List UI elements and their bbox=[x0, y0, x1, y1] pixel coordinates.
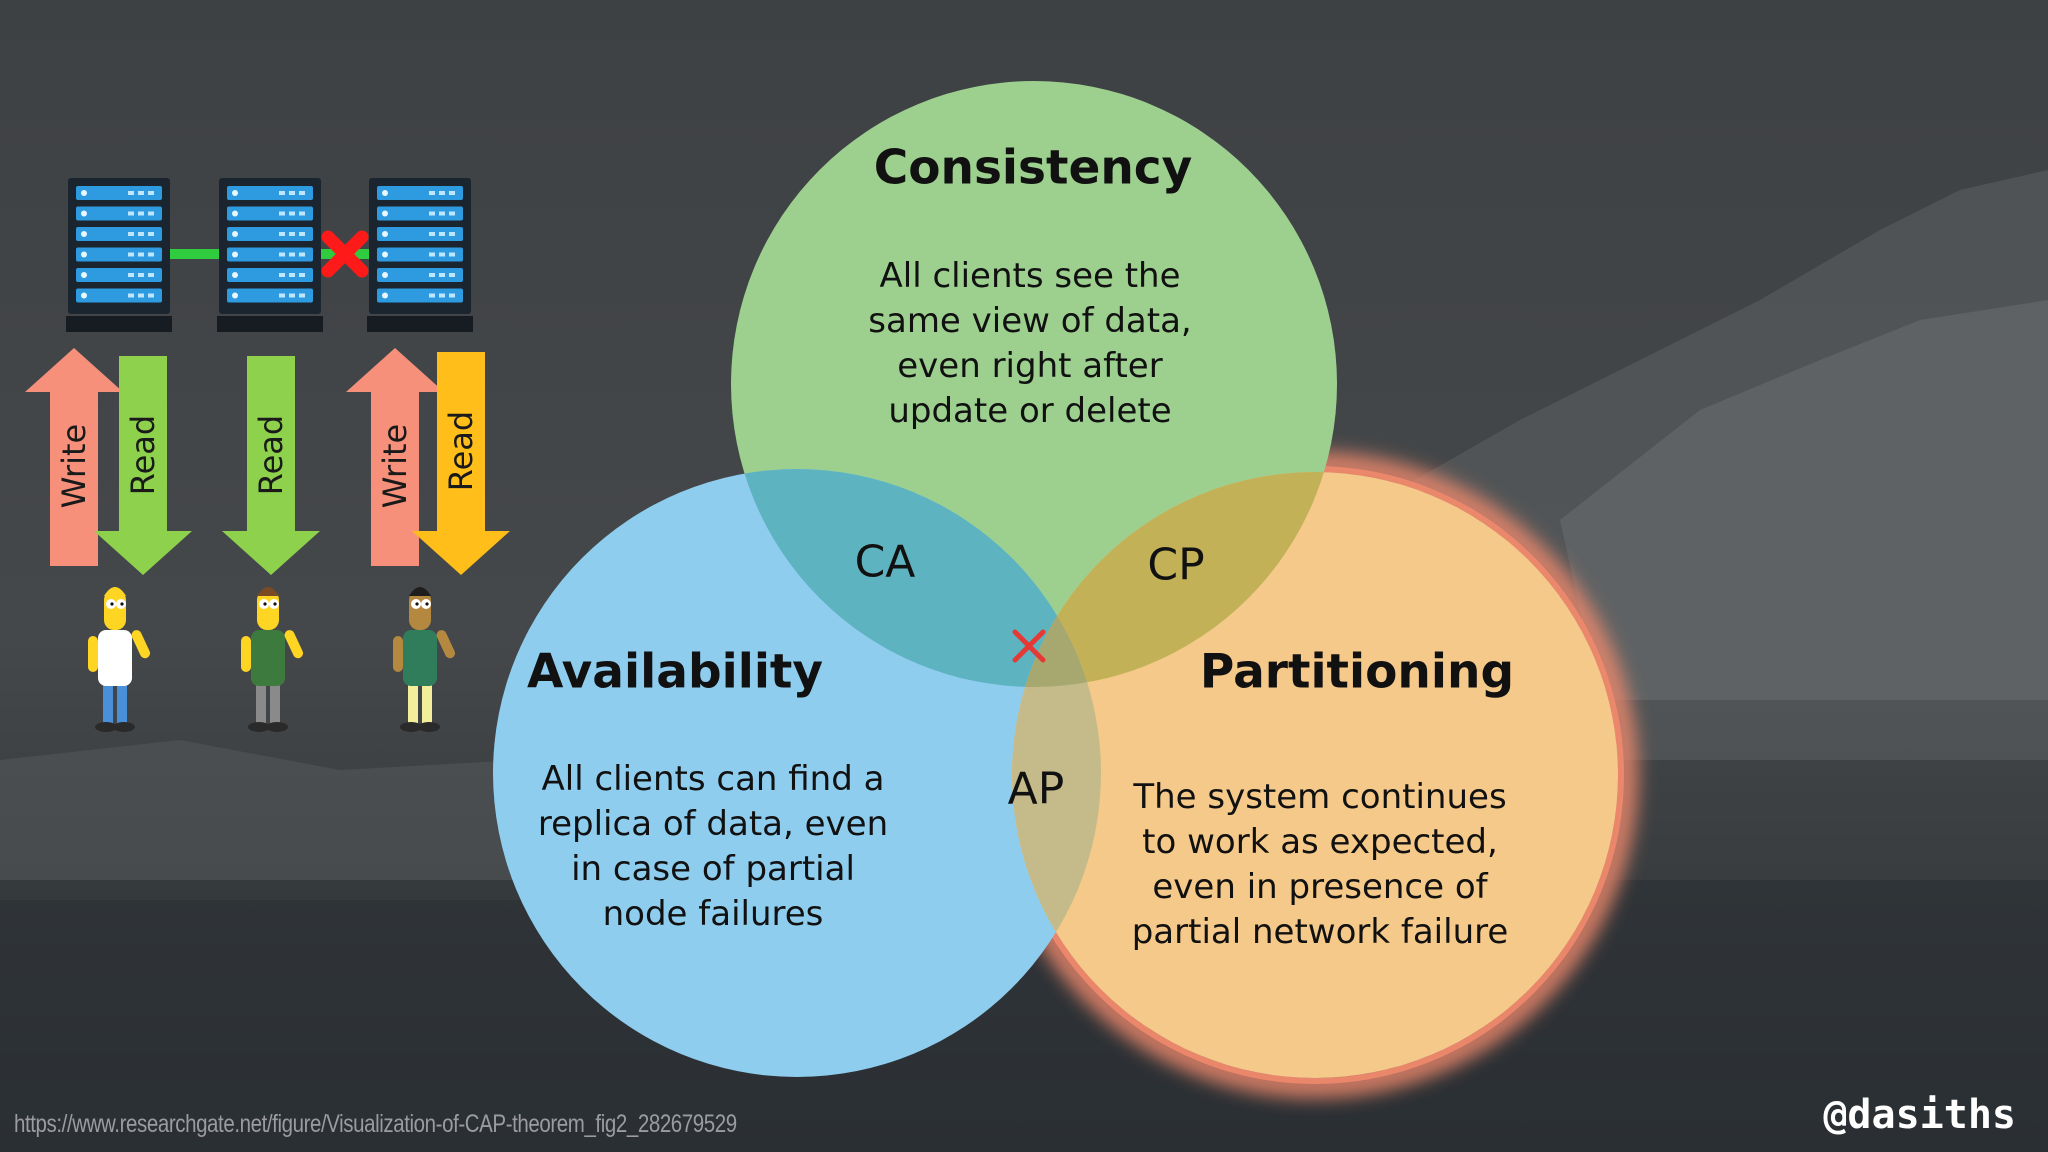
arrow-label-read: Read bbox=[124, 414, 162, 496]
client-person-icon bbox=[393, 587, 456, 732]
partitioning-title: Partitioning bbox=[1199, 644, 1515, 700]
ca-label: CA bbox=[854, 536, 916, 588]
arrow-label-read: Read bbox=[442, 410, 480, 492]
consistency-description-line: All clients see the bbox=[879, 256, 1181, 296]
partitioning-description-line: The system continues bbox=[1133, 777, 1507, 817]
client-person-icon bbox=[88, 587, 151, 732]
partitioning-description: The system continues to work as expected… bbox=[1132, 775, 1509, 955]
ap-label: AP bbox=[1007, 763, 1065, 815]
cap-scenario-illustration bbox=[25, 178, 510, 732]
server-icon bbox=[367, 178, 473, 332]
server-icon bbox=[217, 178, 323, 332]
author-handle: @dasiths bbox=[1823, 1092, 2016, 1138]
arrow-label-write: Write bbox=[55, 423, 93, 509]
consistency-description: All clients see the same view of data, e… bbox=[868, 254, 1191, 434]
partitioning-description-line: to work as expected, bbox=[1142, 822, 1498, 862]
arrow-label-write: Write bbox=[376, 423, 414, 509]
server-link-connected bbox=[168, 249, 222, 259]
read-arrow bbox=[412, 352, 510, 575]
partitioning-description-line: even in presence of bbox=[1152, 867, 1488, 907]
arrow-label-read: Read bbox=[252, 414, 290, 496]
consistency-description-line: same view of data, bbox=[868, 301, 1192, 341]
availability-description-line: All clients can find a bbox=[541, 759, 885, 799]
cp-region bbox=[1012, 472, 1337, 687]
read-arrow bbox=[222, 356, 320, 575]
cp-label: CP bbox=[1147, 539, 1205, 591]
ca-region bbox=[731, 469, 1101, 687]
consistency-description-line: update or delete bbox=[888, 391, 1172, 431]
source-url-link[interactable]: https://www.researchgate.net/figure/Visu… bbox=[14, 1110, 737, 1138]
write-arrow bbox=[25, 348, 123, 566]
write-arrow bbox=[346, 348, 444, 566]
availability-description-line: replica of data, even bbox=[537, 804, 889, 844]
consistency-title: Consistency bbox=[873, 140, 1193, 196]
server-icon bbox=[66, 178, 172, 332]
partitioning-description-line: partial network failure bbox=[1131, 912, 1509, 952]
availability-title: Availability bbox=[526, 644, 824, 700]
client-person-icon bbox=[241, 587, 304, 732]
availability-description-line: in case of partial bbox=[571, 849, 855, 889]
read-arrow bbox=[94, 356, 192, 575]
availability-description: All clients can find a replica of data, … bbox=[538, 757, 888, 937]
availability-description-line: node failures bbox=[602, 894, 824, 934]
x-icon bbox=[321, 230, 369, 278]
x-icon bbox=[1012, 629, 1046, 663]
consistency-description-line: even right after bbox=[897, 346, 1163, 386]
